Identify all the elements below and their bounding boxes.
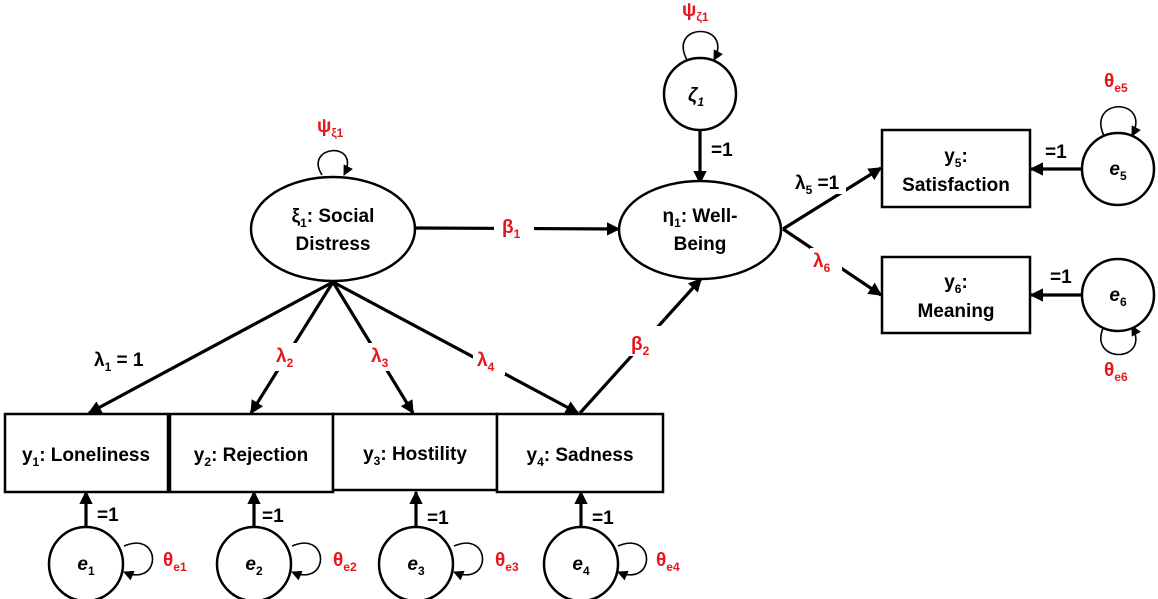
svg-text:y1: Loneliness: y1: Loneliness: [22, 445, 150, 469]
error-e4: e4: [542, 525, 620, 599]
variance-loop-xi1: [317, 149, 353, 176]
label-fixed-e2: =1: [262, 506, 284, 527]
label-theta-e4: θe4: [656, 550, 680, 574]
error-e2: e2: [215, 525, 293, 599]
label-lambda2: λ2: [276, 346, 294, 370]
loading-xi1-y1: [87, 280, 334, 415]
svg-text:e6: e6: [1109, 285, 1127, 309]
indicator-y1: y1: Loneliness: [3, 412, 170, 494]
svg-text:e5: e5: [1109, 159, 1127, 183]
loading-eta1-y5: [782, 166, 883, 231]
error-e1: e1: [47, 525, 125, 599]
svg-text:y5:: y5:: [944, 146, 968, 170]
label-lambda1: λ1 = 1: [94, 350, 144, 374]
svg-text:e3: e3: [407, 554, 425, 578]
variance-loop-e5: [1100, 106, 1141, 137]
error-e5: e5: [1080, 131, 1156, 207]
svg-text:Distress: Distress: [296, 234, 371, 255]
svg-text:Satisfaction: Satisfaction: [902, 175, 1010, 196]
label-beta1: β1: [502, 217, 521, 241]
variance-loop-e3: [453, 542, 484, 581]
indicator-y4: y4: Sadness: [495, 412, 665, 494]
svg-text:y2: Rejection: y2: Rejection: [194, 445, 308, 469]
label-psi-xi1: ψξ1: [317, 116, 344, 140]
svg-text:y4: Sadness: y4: Sadness: [526, 445, 633, 469]
label-theta-e1: θe1: [163, 550, 187, 574]
label-lambda3: λ3: [371, 346, 389, 370]
label-theta-e6: θe6: [1104, 360, 1128, 384]
label-lambda4: λ4: [477, 350, 495, 374]
svg-text:ζ1: ζ1: [688, 85, 704, 109]
variance-loop-e6: [1100, 325, 1141, 356]
latent-eta1: η1: Well- Being: [617, 179, 783, 281]
svg-text:e4: e4: [572, 554, 590, 578]
loading-xi1-y4: [332, 280, 580, 415]
variance-loop-e4: [617, 542, 648, 581]
svg-text:η1: Well-: η1: Well-: [663, 206, 738, 230]
latent-xi1: ξ1: Social Distress: [249, 175, 417, 283]
svg-text:Being: Being: [674, 234, 727, 255]
variance-loop-e1: [123, 542, 154, 581]
indicator-y6: y6: Meaning: [880, 255, 1032, 335]
error-e3: e3: [377, 525, 455, 599]
label-theta-e5: θe5: [1104, 71, 1128, 95]
svg-text:ξ1: Social: ξ1: Social: [292, 206, 375, 230]
label-fixed-e5: =1: [1045, 142, 1067, 163]
indicator-y3: y3: Hostility: [331, 412, 499, 492]
label-fixed-e4: =1: [592, 508, 614, 529]
indicator-y2: y2: Rejection: [168, 412, 335, 494]
indicator-y5: y5: Satisfaction: [880, 128, 1032, 209]
label-fixed-e1: =1: [97, 505, 119, 526]
variance-loop-e2: [291, 542, 322, 581]
label-theta-e3: θe3: [495, 550, 519, 574]
svg-text:e2: e2: [245, 554, 263, 578]
svg-text:y3: Hostility: y3: Hostility: [363, 444, 467, 468]
svg-text:e1: e1: [77, 554, 95, 578]
label-fixed-zeta1: =1: [711, 140, 733, 161]
error-e6: e6: [1080, 257, 1156, 333]
label-fixed-e3: =1: [427, 508, 449, 529]
disturbance-zeta1: ζ1: [662, 56, 738, 132]
label-lambda6: λ6: [813, 251, 831, 275]
label-psi-zeta1: ψζ1: [682, 0, 709, 24]
variance-loop-zeta1: [682, 30, 723, 61]
label-lambda5: λ5 =1: [795, 173, 840, 197]
label-beta2: β2: [631, 334, 650, 358]
svg-text:y6:: y6:: [944, 272, 968, 296]
label-theta-e2: θe2: [333, 550, 357, 574]
label-fixed-e6: =1: [1050, 267, 1072, 288]
svg-text:Meaning: Meaning: [917, 301, 994, 322]
